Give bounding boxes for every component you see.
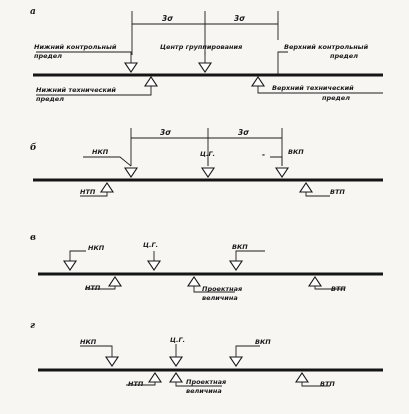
dimension-label-right: 3σ [238, 128, 249, 137]
upper-technical-limit-marker [294, 372, 310, 383]
panel-v: НКП Ц.Г. ВКП НТП Проектная величина ВТП [38, 241, 383, 302]
lower-technical-limit-marker [143, 76, 159, 87]
panel-a: 3σ 3σ Нижний контрольный предел Центр гр… [33, 11, 383, 103]
label-lower-technical-limit-2: предел [36, 95, 64, 103]
label-center: Ц.Г. [200, 150, 215, 158]
lower-technical-limit-marker [99, 182, 115, 193]
panel-label-a: а [30, 7, 36, 17]
upper-technical-limit-marker [298, 182, 314, 193]
panel-b: 3σ 3σ НКП Ц.Г. - ВКП НТП ВТП [33, 128, 383, 197]
design-value-marker [186, 276, 202, 287]
panel-label-v: в [30, 233, 36, 243]
upper-control-limit-marker [274, 167, 290, 178]
upper-technical-limit-marker [250, 76, 266, 87]
label-upper-technical-limit-1: Верхний технический [272, 84, 354, 92]
mark-dash: - [262, 150, 265, 159]
panel-label-g: г [30, 321, 35, 331]
grouping-center-marker [200, 167, 216, 178]
label-nkl: НКП [92, 148, 109, 156]
upper-control-limit-marker [228, 356, 244, 367]
label-upper-control-limit-2: предел [330, 52, 358, 60]
label-nkl: НКП [80, 338, 97, 346]
label-vkl: ВКП [232, 243, 248, 251]
label-design-value-2: величина [186, 387, 222, 395]
label-nkl: НКП [88, 244, 105, 252]
grouping-center-marker [168, 356, 184, 367]
label-design-value-2: величина [202, 294, 238, 302]
panel-label-b: б [30, 142, 37, 153]
label-design-value-1: Проектная [202, 285, 242, 293]
lower-technical-limit-marker [107, 276, 123, 287]
label-lower-control-limit-1: Нижний контрольный [34, 43, 117, 51]
label-ntl: НТП [80, 188, 96, 196]
dimension-label-left: 3σ [162, 14, 173, 23]
label-vtl: ВТП [331, 285, 346, 293]
label-vtl: ВТП [330, 188, 345, 196]
grouping-center-marker [197, 62, 213, 73]
lower-control-limit-marker [104, 356, 120, 367]
label-upper-control-limit-1: Верхний контрольный [284, 43, 369, 51]
label-lower-technical-limit-1: Нижний технический [36, 86, 116, 94]
panel-g: НКП Ц.Г. ВКП НТП Проектная величина ВТП [38, 336, 383, 395]
label-center: Ц.Г. [170, 336, 185, 344]
grouping-center-marker [146, 260, 162, 271]
label-vtl: ВТП [320, 380, 335, 388]
dimension-label-right: 3σ [234, 14, 245, 23]
label-center: Ц.Г. [143, 241, 158, 249]
dimension-label-left: 3σ [160, 128, 171, 137]
upper-technical-limit-marker [307, 276, 323, 287]
lower-technical-limit-marker [147, 372, 163, 383]
upper-control-limit-marker [228, 260, 244, 271]
lower-control-limit-marker [123, 167, 139, 178]
label-design-value-1: Проектная [186, 378, 226, 386]
label-lower-control-limit-2: предел [34, 52, 62, 60]
label-ntl: НТП [128, 380, 144, 388]
lower-control-limit-marker [123, 62, 139, 73]
label-vkl: ВКП [288, 148, 304, 156]
label-grouping-center: Центр группирования [160, 43, 242, 51]
label-vkl: ВКП [255, 338, 271, 346]
label-ntl: НТП [85, 284, 101, 292]
design-value-marker [168, 372, 184, 383]
label-upper-technical-limit-2: предел [322, 94, 350, 102]
lower-control-limit-marker [62, 260, 78, 271]
